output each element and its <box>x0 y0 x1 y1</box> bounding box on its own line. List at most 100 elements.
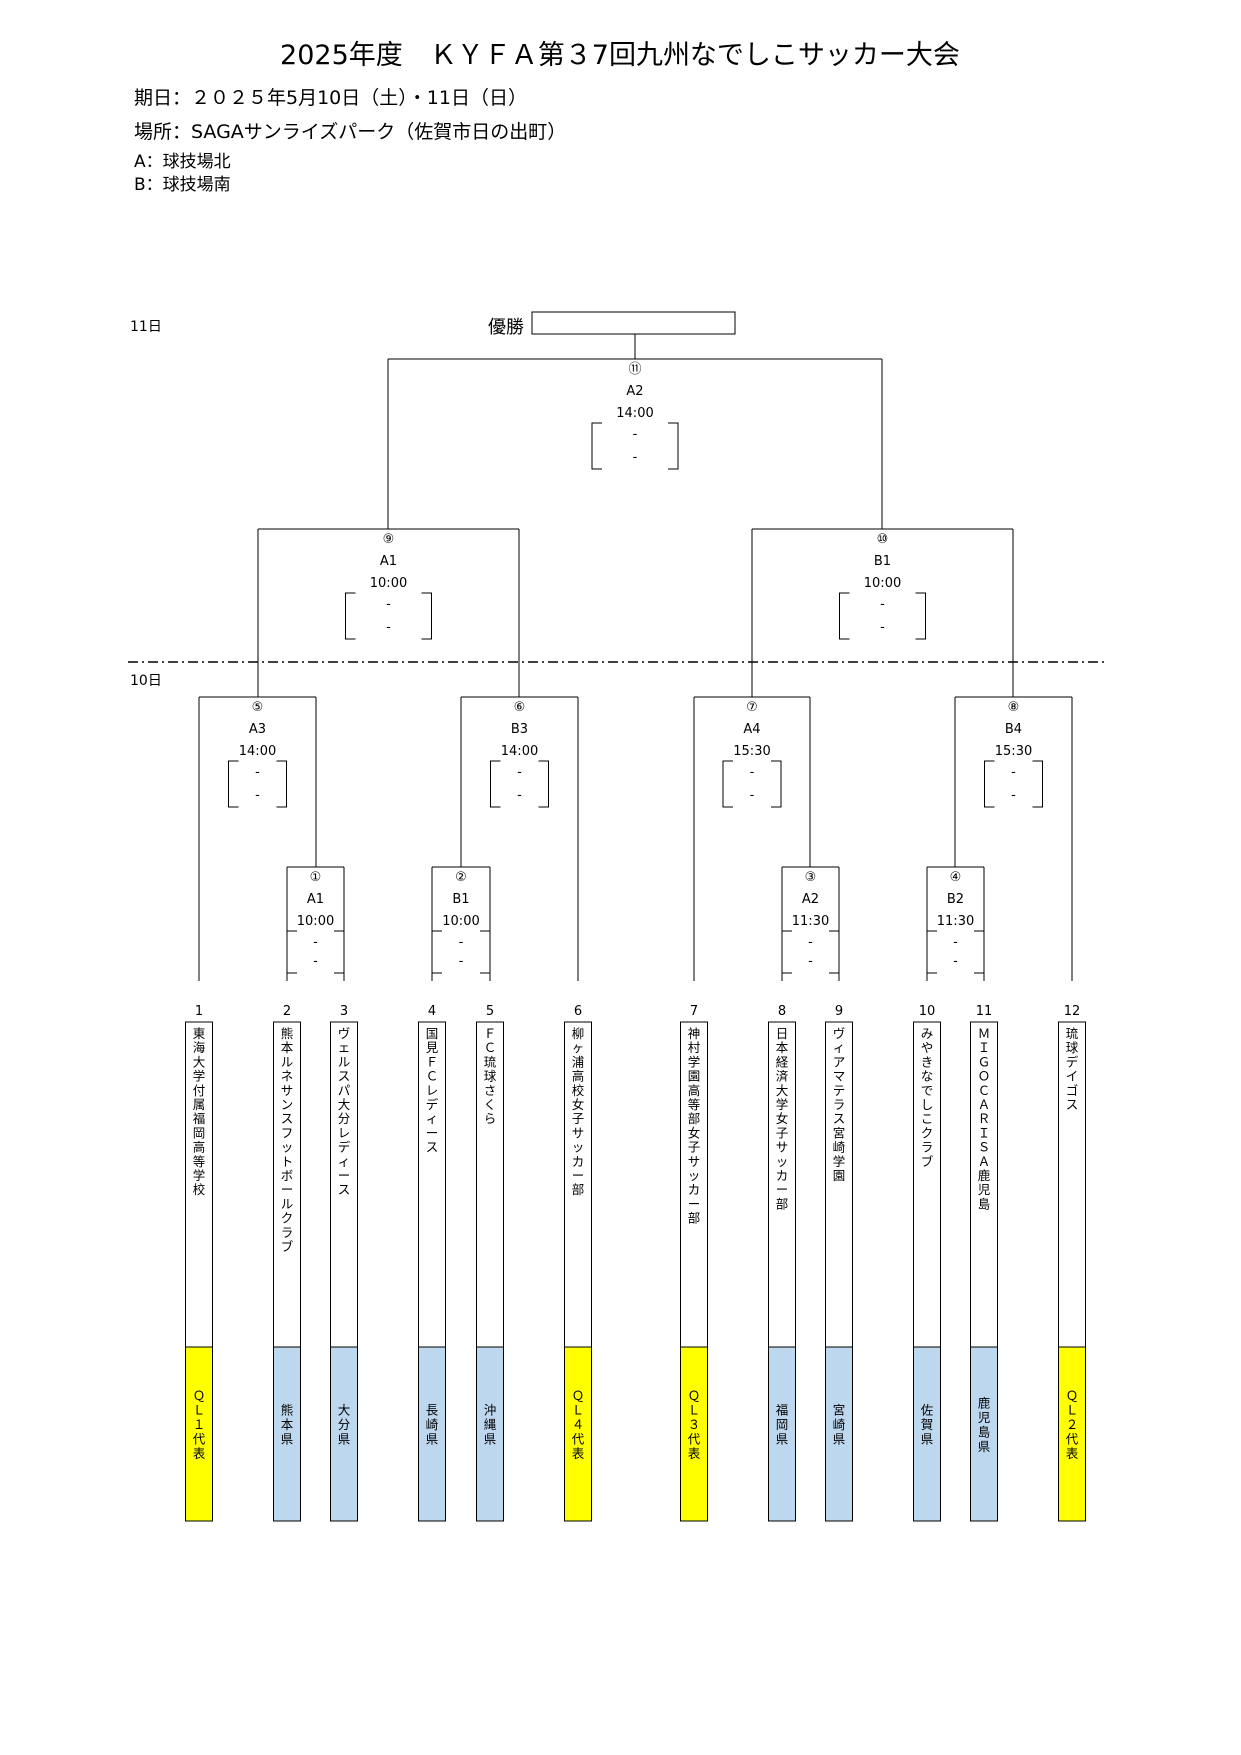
match-number: ⑩ <box>877 532 889 547</box>
score-bottom: - <box>633 450 638 465</box>
match-field: A2 <box>802 892 819 907</box>
champion-label: 優勝 <box>488 317 524 338</box>
team-region-box <box>913 1346 941 1522</box>
score-bottom: - <box>1011 788 1016 803</box>
field-a-info: A：球技場北 <box>134 152 231 172</box>
team-name: 柳ヶ浦高校女子サッカー部 <box>572 1026 585 1197</box>
match-field: A4 <box>743 722 760 737</box>
score-top: - <box>633 427 638 442</box>
team-number: 2 <box>283 1004 291 1019</box>
match-number: ⑥ <box>514 700 526 715</box>
score-bottom: - <box>459 954 464 969</box>
team-region-box <box>418 1346 446 1522</box>
team-number: 10 <box>919 1004 936 1019</box>
match-time: 15:30 <box>733 744 770 759</box>
score-bracket <box>984 760 1043 808</box>
score-bracket <box>926 930 985 974</box>
match-number: ⑨ <box>383 532 395 547</box>
venue-info: 場所：SAGAサンライズパーク（佐賀市日の出町） <box>134 121 566 143</box>
match-number: ③ <box>805 870 817 885</box>
date-info: 期日：２０２５年5月10日（土）・11日（日） <box>134 87 527 109</box>
team-region-box <box>476 1346 504 1522</box>
team-number: 12 <box>1064 1004 1081 1019</box>
score-top: - <box>517 765 522 780</box>
team-name: ＦＣ琉球さくら <box>484 1026 497 1126</box>
team-region-box <box>1058 1346 1086 1522</box>
match-number: ① <box>310 870 322 885</box>
team-region: ＱＬ４代表 <box>572 1388 585 1461</box>
team-name-box <box>913 1021 941 1348</box>
team-region: ＱＬ３代表 <box>688 1388 701 1461</box>
score-top: - <box>459 935 464 950</box>
team-region-box <box>825 1346 853 1522</box>
team-name: ＭＩＧＯＣＡＲＩＳＡ鹿児島 <box>978 1026 991 1211</box>
team-region-box <box>768 1346 796 1522</box>
team-name-box <box>273 1021 301 1348</box>
score-bracket <box>591 422 679 470</box>
match-field: B4 <box>1005 722 1022 737</box>
team-name-box <box>680 1021 708 1348</box>
day-label-11: 11日 <box>130 319 162 335</box>
team-number: 8 <box>778 1004 786 1019</box>
score-bottom: - <box>517 788 522 803</box>
team-name-box <box>825 1021 853 1348</box>
match-labels: ①A110:00--②B110:00--③A211:30--④B211:30--… <box>239 362 1032 969</box>
score-bottom: - <box>750 788 755 803</box>
match-field: A1 <box>380 554 397 569</box>
match-time: 15:30 <box>995 744 1032 759</box>
team-number: 11 <box>976 1004 993 1019</box>
team-name: 琉球デイゴス <box>1066 1026 1079 1112</box>
team-name-box <box>564 1021 592 1348</box>
match-field: B3 <box>511 722 528 737</box>
team-name-box <box>1058 1021 1086 1348</box>
match-time: 11:30 <box>937 914 974 929</box>
match-time: 10:00 <box>864 576 901 591</box>
team-number: 7 <box>690 1004 698 1019</box>
score-top: - <box>1011 765 1016 780</box>
score-bracket <box>722 760 782 808</box>
score-bracket <box>781 930 840 974</box>
score-bracket <box>345 592 432 640</box>
champion-box <box>531 311 736 335</box>
match-time: 14:00 <box>501 744 538 759</box>
match-field: A2 <box>626 384 643 399</box>
match-field: B1 <box>452 892 469 907</box>
match-field: A3 <box>249 722 266 737</box>
bracket-lines <box>198 334 1073 981</box>
team-region: 宮崎県 <box>833 1403 846 1447</box>
score-top: - <box>953 935 958 950</box>
team-name-box <box>185 1021 213 1348</box>
score-top: - <box>880 597 885 612</box>
team-number: 4 <box>428 1004 436 1019</box>
score-top: - <box>313 935 318 950</box>
score-bottom: - <box>880 620 885 635</box>
score-top: - <box>750 765 755 780</box>
team-name: 国見ＦＣレディース <box>426 1026 439 1155</box>
score-top: - <box>386 597 391 612</box>
score-bracket <box>286 930 345 974</box>
score-top: - <box>808 935 813 950</box>
match-time: 10:00 <box>370 576 407 591</box>
match-field: A1 <box>307 892 324 907</box>
team-name: 東海大学付属福岡高等学校 <box>193 1026 206 1197</box>
team-name-box <box>768 1021 796 1348</box>
match-time: 14:00 <box>239 744 276 759</box>
team-name: ヴィアマテラス宮崎学園 <box>833 1026 846 1183</box>
match-time: 14:00 <box>616 406 653 421</box>
score-bracket <box>431 930 491 974</box>
team-region: 熊本県 <box>281 1403 294 1447</box>
team-region-box <box>564 1346 592 1522</box>
team-region: 鹿児島県 <box>978 1395 991 1454</box>
team-region-box <box>185 1346 213 1522</box>
match-field: B1 <box>874 554 891 569</box>
